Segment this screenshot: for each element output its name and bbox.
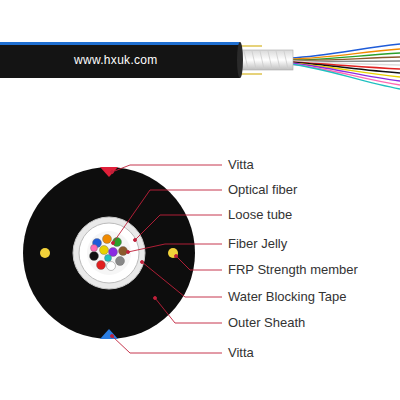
part-label: Outer Sheath [228,315,305,331]
part-label: Loose tube [228,207,292,223]
part-label: Vitta [228,157,254,173]
printed-url: www.hxuk.com [74,52,158,68]
part-label: Optical fiber [228,182,297,198]
part-label: Fiber Jelly [228,236,287,252]
part-label: Vitta [228,345,254,361]
part-label: Water Blocking Tape [228,289,347,305]
part-label: FRP Strength member [228,262,358,278]
